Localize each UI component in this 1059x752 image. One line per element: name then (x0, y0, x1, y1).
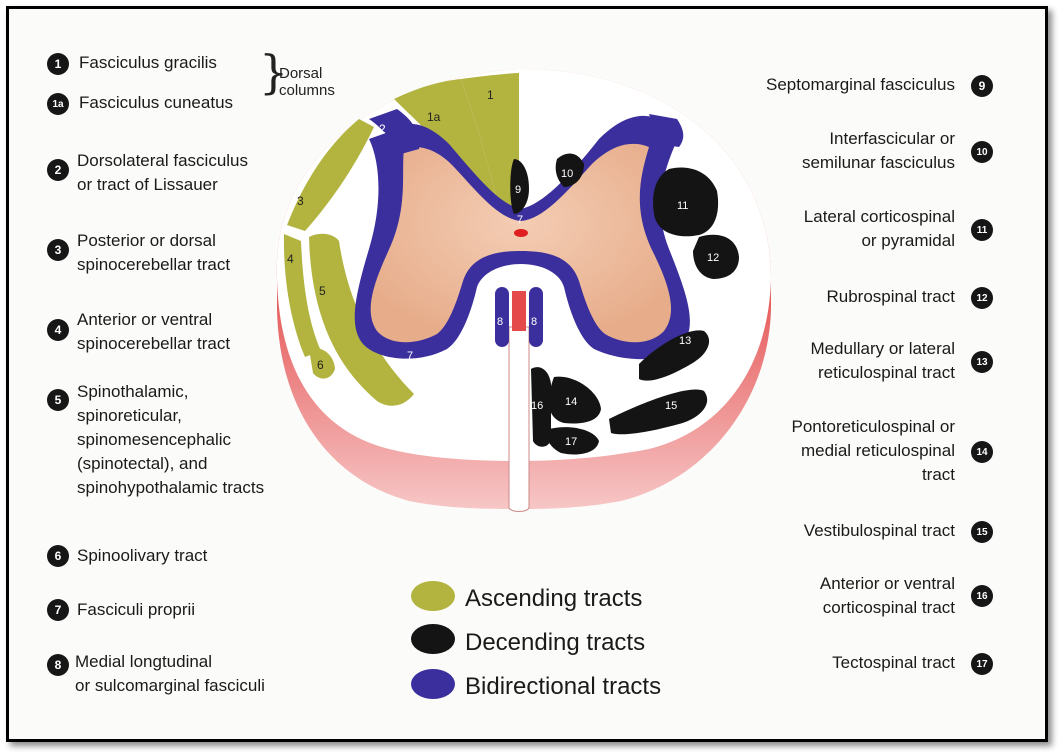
dorsal-columns-brace: } (259, 45, 289, 99)
badge-14: 14 (971, 441, 993, 463)
tract-3-posterior-spinocerebellar (287, 119, 374, 231)
spinal-cord-diagram: 1 1a 2 3 4 5 6 7 7 8 8 9 10 11 12 13 14 … (276, 68, 771, 512)
diagram-num-7b: 7 (407, 350, 413, 362)
label-spinothalamic: Spinothalamic, spinoreticular, spinomese… (77, 382, 265, 497)
central-canal (514, 229, 528, 237)
tract-12-rubrospinal (693, 234, 739, 279)
label-anterior-spinocerebellar: Anterior or ventral spinocerebellar trac… (77, 310, 231, 353)
diagram-num-10: 10 (561, 168, 573, 180)
badge-10: 10 (971, 141, 993, 163)
label-dorsolateral-fasciculus: Dorsolateral fasciculus or tract of Liss… (77, 151, 249, 194)
badge-1: 1 (47, 53, 69, 75)
diagram-num-4: 4 (287, 252, 294, 266)
label-pontoreticulospinal: Pontoreticulospinal or medial reticulosp… (791, 417, 955, 484)
anterior-median-fissure (508, 326, 530, 512)
tract-2-lissauer (369, 109, 420, 154)
badge-4: 4 (47, 319, 69, 341)
tract-13-medullary-reticulospinal (639, 330, 710, 381)
diagram-num-17: 17 (565, 436, 577, 448)
diagram-num-9: 9 (515, 184, 521, 196)
legend-swatch-ascending (411, 581, 455, 611)
tract-1-fasciculus-gracilis (461, 73, 519, 214)
label-septomarginal: Septomarginal fasciculus (766, 75, 955, 94)
diagram-num-8a: 8 (497, 316, 503, 328)
label-posterior-spinocerebellar: Posterior or dorsal spinocerebellar trac… (77, 231, 231, 274)
badge-7: 7 (47, 599, 69, 621)
diagram-num-11: 11 (677, 200, 688, 212)
badge-6: 6 (47, 545, 69, 567)
tract-4-anterior-spinocerebellar (283, 234, 321, 357)
badge-15: 15 (971, 521, 993, 543)
diagram-num-14: 14 (565, 396, 577, 408)
tract-15-vestibulospinal (609, 389, 708, 435)
badge-16: 16 (971, 585, 993, 607)
legend-bidirectional: Bidirectional tracts (465, 673, 662, 700)
label-medullary-reticulospinal: Medullary or lateral reticulospinal trac… (810, 339, 955, 382)
diagram-num-12: 12 (707, 252, 719, 264)
diagram-num-6: 6 (317, 358, 324, 372)
badge-13: 13 (971, 351, 993, 373)
central-red-strip (512, 291, 526, 331)
label-vestibulospinal: Vestibulospinal tract (803, 521, 955, 540)
label-medial-longitudinal: Medial longtudinal or sulcomarginal fasc… (75, 652, 265, 695)
badge-17: 17 (971, 653, 993, 675)
diagram-num-8b: 8 (531, 316, 537, 328)
badge-9: 9 (971, 75, 993, 97)
label-fasciculi-proprii: Fasciculi proprii (77, 600, 196, 619)
legend-descending: Decending tracts (465, 629, 646, 656)
legend-ascending: Ascending tracts (465, 585, 643, 612)
tract-6-spinoolivary (309, 348, 335, 379)
diagram-num-16: 16 (531, 400, 543, 412)
label-fasciculus-cuneatus: Fasciculus cuneatus (79, 93, 234, 112)
legend-swatch-bidirectional (411, 669, 455, 699)
tract-10-interfascicular (555, 153, 584, 187)
label-fasciculus-gracilis: Fasciculus gracilis (79, 53, 217, 72)
diagram-num-7a: 7 (517, 214, 523, 226)
diagram-num-15: 15 (665, 400, 677, 412)
tract-16-anterior-corticospinal (531, 367, 551, 447)
diagram-num-1: 1 (487, 88, 494, 102)
tract-17-tectospinal (547, 427, 599, 455)
tract-2-lissauer-right (649, 114, 684, 147)
dorsal-columns-label: Dorsal columns (279, 65, 335, 99)
diagram-num-5: 5 (319, 284, 326, 298)
diagram-num-1a: 1a (427, 110, 441, 124)
label-interfascicular: Interfascicular or semilunar fasciculus (801, 129, 955, 172)
label-spinoolivary: Spinoolivary tract (77, 546, 208, 565)
badge-2: 2 (47, 159, 69, 181)
tract-8-mlf-right (529, 287, 543, 347)
tract-11-lateral-corticospinal (653, 167, 719, 237)
label-rubrospinal: Rubrospinal tract (826, 287, 955, 306)
diagram-num-2: 2 (379, 122, 386, 136)
tract-8-mlf-left (495, 287, 509, 347)
diagram-num-3: 3 (297, 194, 304, 208)
badge-12: 12 (971, 287, 993, 309)
grey-matter (370, 143, 672, 343)
label-tectospinal: Tectospinal tract (832, 653, 955, 672)
badge-5: 5 (47, 389, 69, 411)
diagram-num-13: 13 (679, 335, 691, 347)
legend-swatch-descending (411, 624, 455, 654)
label-lateral-corticospinal: Lateral corticospinal or pyramidal (803, 207, 955, 250)
badge-8: 8 (47, 654, 69, 676)
badge-1a: 1a (47, 93, 69, 115)
label-anterior-corticospinal: Anterior or ventral corticospinal tract (819, 574, 955, 617)
figure-frame: 1 Fasciculus gracilis 1a Fasciculus cune… (6, 6, 1048, 742)
tract-14-pontoreticulospinal (548, 376, 601, 424)
badge-3: 3 (47, 239, 69, 261)
badge-11: 11 (971, 219, 993, 241)
tract-9-septomarginal (510, 159, 529, 214)
